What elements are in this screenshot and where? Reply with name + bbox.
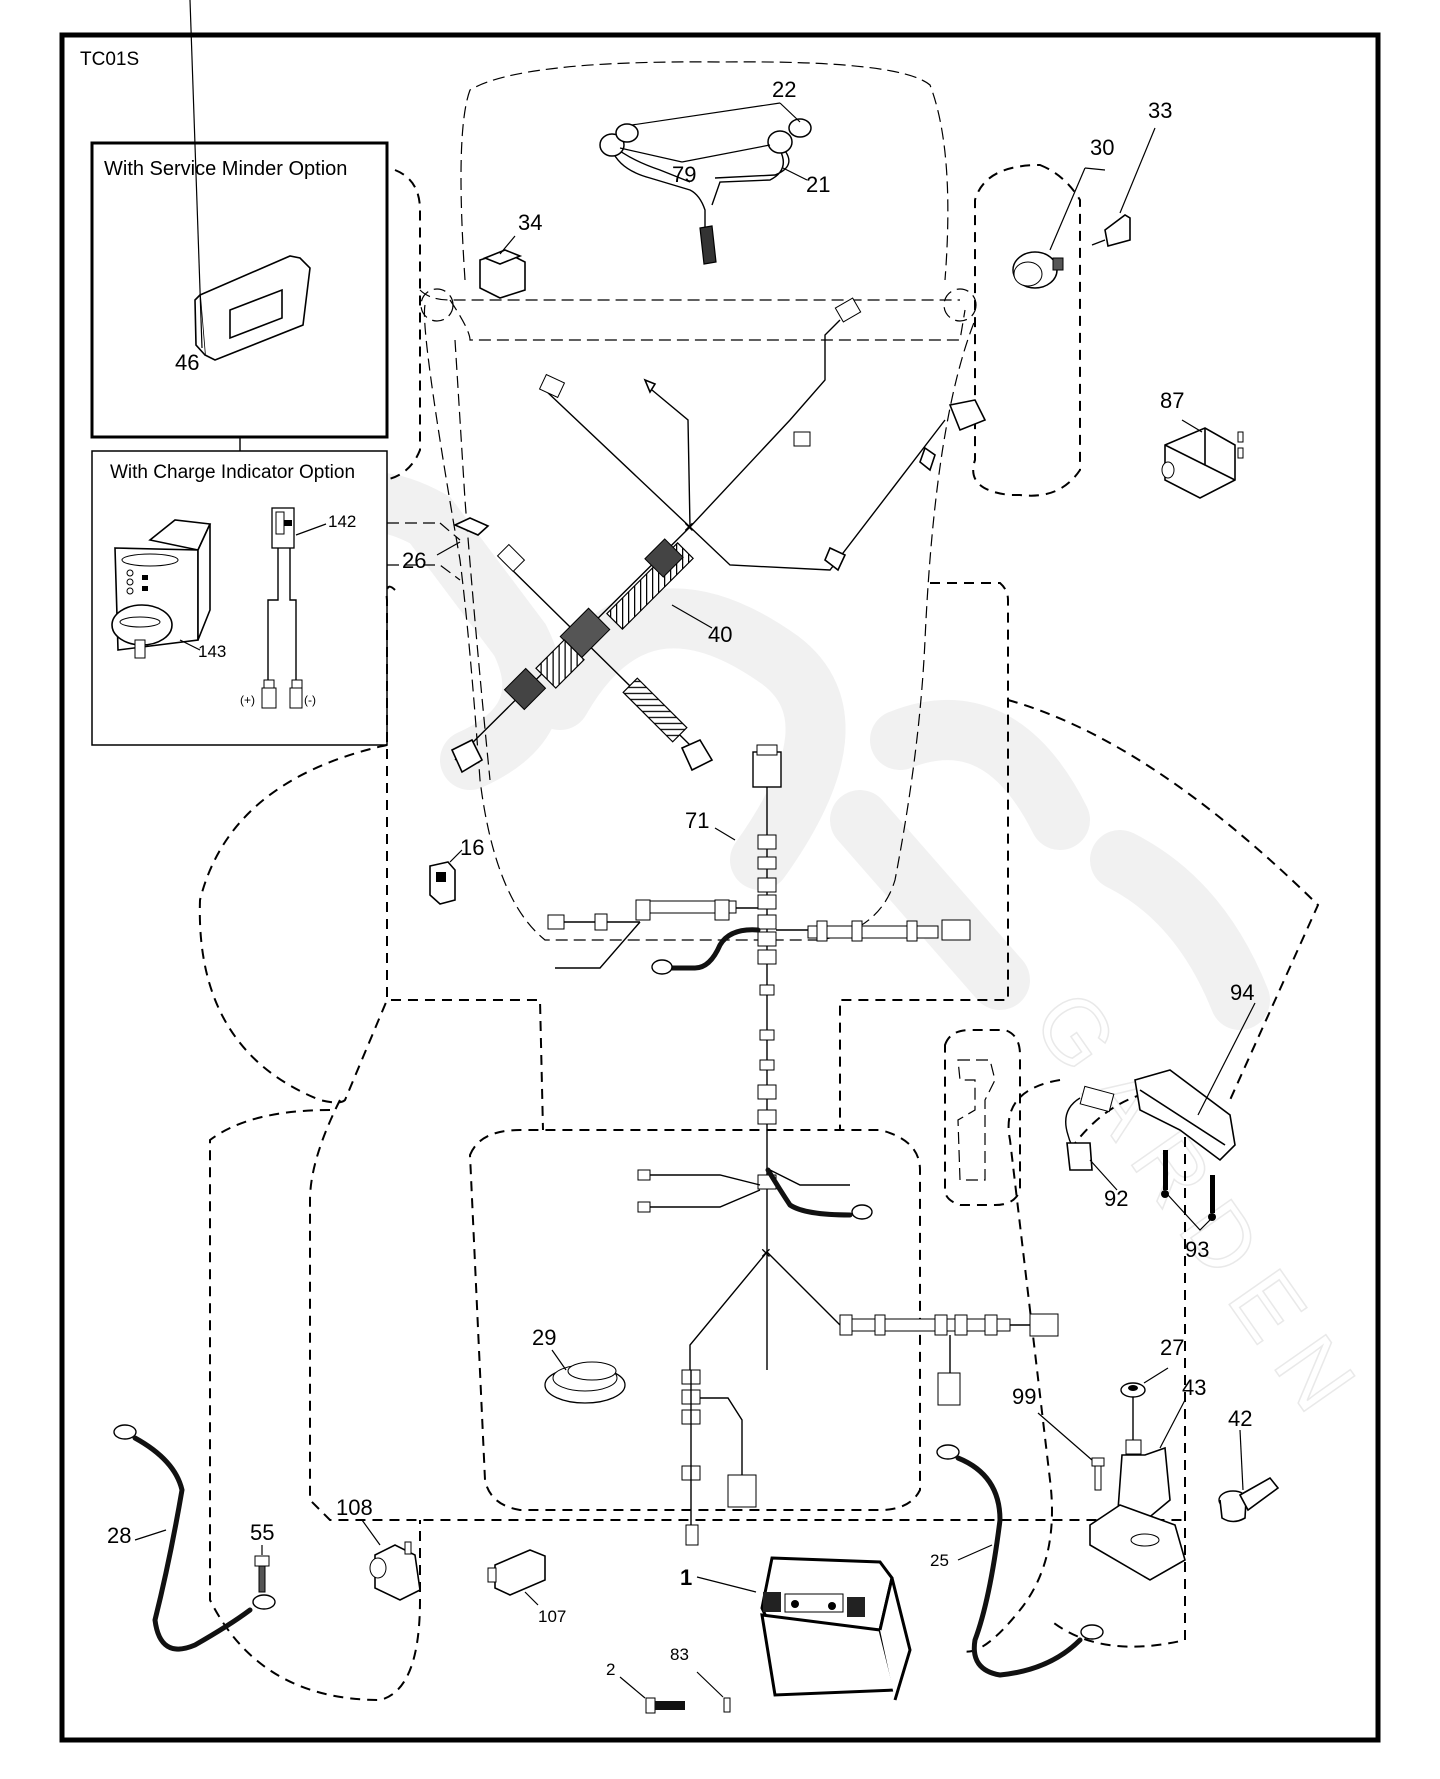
callout-28: 28 (107, 1523, 131, 1548)
outline-fuse-area (387, 522, 461, 581)
callout-22: 22 (772, 77, 796, 102)
callout-79: 79 (672, 162, 696, 187)
plunger-switch-108-part[interactable] (369, 1541, 421, 1601)
callout-87: 87 (1160, 388, 1184, 413)
rocker-switch-part[interactable] (479, 249, 526, 299)
outline-left-upper (384, 169, 421, 481)
callout-92: 92 (1104, 1186, 1128, 1211)
callout-143: 143 (198, 642, 226, 661)
engine-harness-part[interactable]: ✕ (547, 744, 1059, 1546)
seat-switch-part[interactable] (1161, 427, 1244, 499)
callout-33: 33 (1148, 98, 1172, 123)
callout-2: 2 (606, 1660, 615, 1679)
callout-40: 40 (708, 622, 732, 647)
bolt-2-part[interactable] (645, 1697, 685, 1714)
callout-29: 29 (532, 1325, 556, 1350)
callout-107: 107 (538, 1607, 566, 1626)
headlight-harness-part[interactable] (599, 118, 812, 265)
callout-108: 108 (336, 1495, 373, 1520)
terminal-plus: (+) (240, 693, 255, 707)
callout-34: 34 (518, 210, 542, 235)
inset-charge-indicator-title: With Charge Indicator Option (110, 462, 355, 483)
terminal-minus: (-) (304, 693, 316, 707)
callout-46: 46 (175, 350, 199, 375)
callout-55: 55 (250, 1520, 274, 1545)
callout-1: 1 (680, 1565, 692, 1590)
inset-charge-indicator: With Charge Indicator Option 143 (91, 450, 388, 746)
callout-27: 27 (1160, 1335, 1184, 1360)
callout-42: 42 (1228, 1406, 1252, 1431)
inset-service-minder: With Service Minder Option 46 (90, 0, 389, 439)
callout-43: 43 (1182, 1375, 1206, 1400)
service-minder-part[interactable] (194, 255, 311, 361)
nut-27-part[interactable] (1120, 1382, 1146, 1398)
callout-142: 142 (328, 512, 356, 531)
callout-26: 26 (402, 548, 426, 573)
battery-cable-25-part[interactable] (936, 1444, 1104, 1678)
charge-indicator-part[interactable] (111, 519, 212, 659)
key-part[interactable] (1091, 214, 1131, 248)
inset-service-minder-title: With Service Minder Option (104, 158, 347, 180)
screws-93-part[interactable] (1161, 1150, 1216, 1221)
adapter-harness-part[interactable] (261, 507, 303, 709)
callout-25: 25 (930, 1551, 949, 1570)
callout-94: 94 (1230, 980, 1254, 1005)
callout-30: 30 (1090, 135, 1114, 160)
ignition-switch-part[interactable] (1012, 251, 1064, 289)
solenoid-part[interactable] (1089, 1397, 1186, 1581)
diagram-frame (59, 32, 1381, 1743)
connector-16-part[interactable] (429, 861, 456, 905)
callout-99: 99 (1012, 1384, 1036, 1409)
callout-21: 21 (806, 172, 830, 197)
module-part[interactable] (1065, 1069, 1236, 1162)
screw-55-part[interactable] (254, 1555, 270, 1593)
callout-71: 71 (685, 808, 709, 833)
bolt-99-part[interactable] (1091, 1457, 1105, 1491)
junction-mark: ✕ (683, 519, 695, 535)
callout-16: 16 (460, 835, 484, 860)
nut-83-part[interactable] (723, 1697, 731, 1713)
watermark: GARDEN (270, 472, 1386, 1446)
relay-107-part[interactable] (487, 1549, 546, 1596)
terminal-boot-part[interactable] (1218, 1476, 1280, 1523)
ground-cable-28-part[interactable] (113, 1424, 276, 1652)
diagram-code: TC01S (80, 49, 139, 70)
main-harness-part[interactable]: ✕ (450, 297, 987, 774)
outline-chassis (198, 582, 1320, 1702)
battery-1-part[interactable] (760, 1556, 912, 1701)
callout-93: 93 (1185, 1237, 1209, 1262)
connector-92-part[interactable] (1066, 1142, 1093, 1171)
grommet-part[interactable] (544, 1361, 626, 1404)
outline-ignition-area (972, 163, 1081, 497)
callout-83: 83 (670, 1645, 689, 1664)
